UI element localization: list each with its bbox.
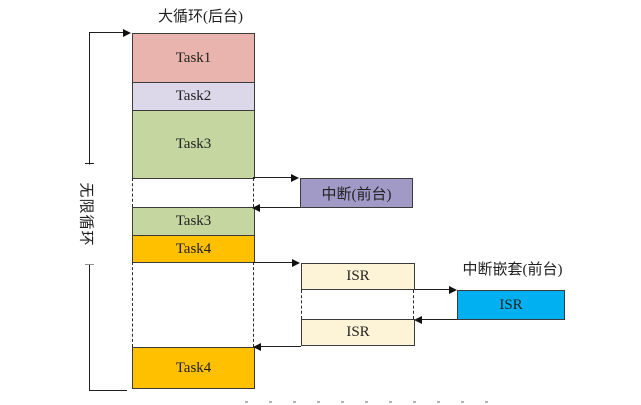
task1-block: Task1 [132, 33, 255, 83]
interrupt-foreground-block: 中断(前台) [300, 178, 413, 208]
task4-block-second: Task4 [132, 347, 255, 389]
arrow-isr-return-to-task4-line [261, 346, 301, 347]
arrow-isr-return-to-task4-head-icon [253, 343, 261, 351]
loop-label-top-tick [85, 163, 94, 164]
arrow-task3-to-interrupt-head-icon [291, 174, 299, 182]
arrow-task4-to-isr-head-icon [292, 259, 300, 267]
loop-label-bottom-tick [85, 264, 94, 265]
arrow-isr-to-nested-head-icon [449, 286, 457, 294]
isr-gap-right-dashed-edge [413, 290, 414, 319]
background-loop-title: 大循环(后台) [158, 9, 243, 25]
isr-block-second: ISR [301, 319, 415, 346]
arrow-nested-return-head-icon [414, 316, 422, 324]
task2-block: Task2 [132, 82, 255, 111]
column-gap1-left-dashed-edge [132, 178, 133, 207]
isr-gap-left-dashed-edge [301, 290, 302, 319]
arrow-interrupt-return-head-icon [252, 204, 260, 212]
cropped-caption-remnant [245, 401, 500, 403]
task3-block-second: Task3 [132, 207, 255, 236]
arrow-nested-return-line [422, 319, 457, 320]
arrow-isr-to-nested-line [415, 289, 449, 290]
arrow-task4-to-isr-line [253, 262, 292, 263]
arrow-task3-to-interrupt-line [253, 177, 291, 178]
column-gap2-left-dashed-edge [132, 262, 133, 347]
nested-interrupt-title: 中断嵌套(前台) [462, 262, 563, 278]
task3-block-first: Task3 [132, 110, 255, 179]
arrow-interrupt-return-line [260, 207, 300, 208]
column-gap1-right-dashed-edge [253, 178, 254, 207]
infinite-loop-line-top [89, 32, 124, 33]
column-gap2-right-dashed-edge [253, 262, 254, 347]
isr-block-first: ISR [301, 263, 415, 290]
nested-isr-block: ISR [457, 290, 565, 320]
infinite-loop-line-bottom [89, 390, 127, 391]
loop-entry-arrowhead-icon [123, 29, 131, 37]
task4-block-first: Task4 [132, 235, 255, 263]
infinite-loop-label: 无限循环 [78, 164, 98, 265]
